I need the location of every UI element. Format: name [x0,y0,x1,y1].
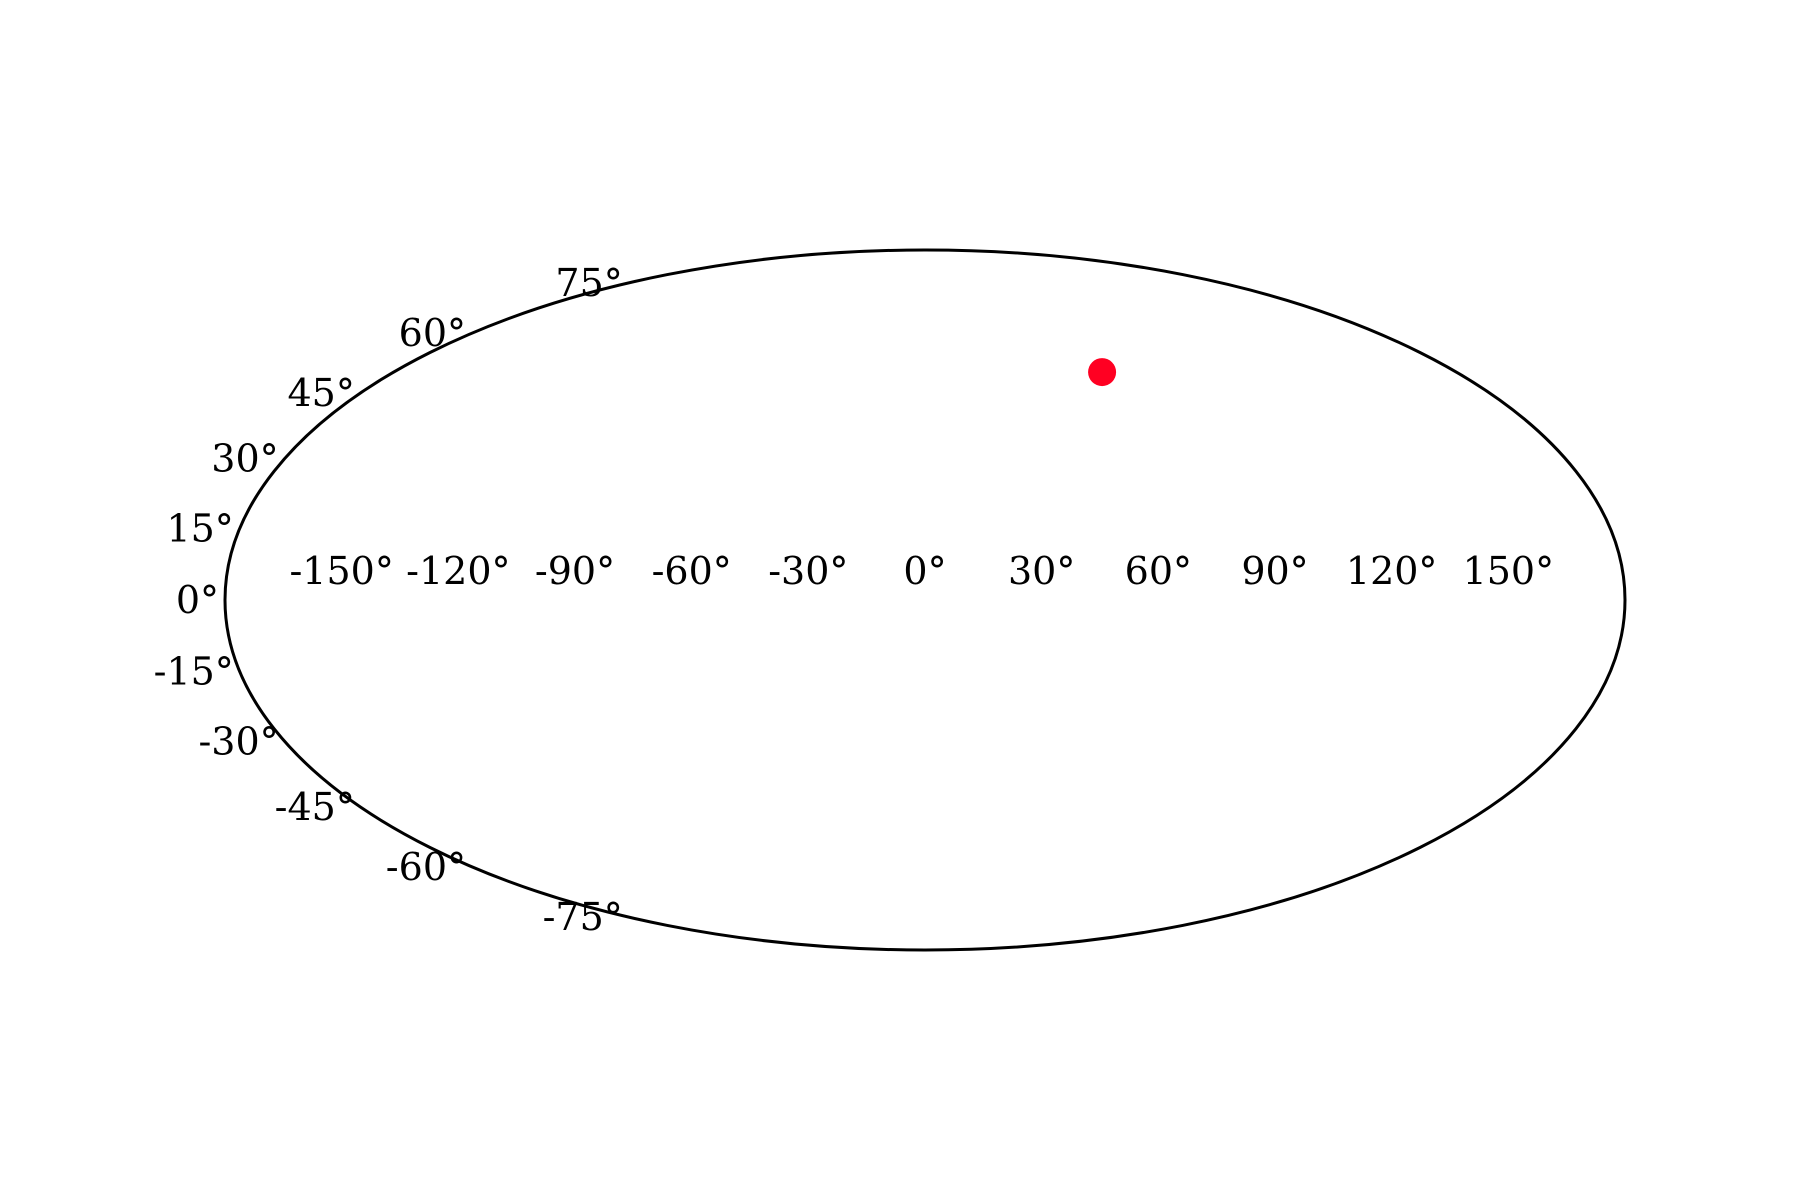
y-tick-label: -15° [154,650,234,694]
y-tick-label: -60° [386,845,466,889]
y-tick-label: 45° [288,371,355,415]
x-tick-label: -150° [289,549,393,593]
data-points [1088,358,1117,387]
x-tick-label: 0° [903,549,946,593]
x-tick-label: -90° [535,549,615,593]
x-tick-label: 60° [1125,549,1192,593]
y-tick-label: 75° [555,261,622,305]
x-tick-label: 120° [1346,549,1438,593]
y-tick-label: -30° [198,719,278,763]
y-tick-label: 0° [176,578,219,622]
data-point [1088,358,1117,387]
y-tick-label: 30° [211,437,278,481]
y-tick-label: 15° [166,506,233,550]
longitude-tick-labels: -150° -120° -90° -60° -30° 0° 30° 60° 90° 120° 150… [289,549,1554,593]
latitude-tick-labels: 75° 60° 45°30° 15° 0° -15° -30° -45° -60° -75° [154,261,623,939]
x-tick-label: -120° [406,549,510,593]
x-tick-label: 30° [1008,549,1075,593]
x-tick-label: 90° [1241,549,1308,593]
x-tick-label: -60° [652,549,732,593]
x-tick-label: -30° [768,549,848,593]
y-tick-label: 60° [399,311,466,355]
map-outline [223,248,1627,952]
x-tick-label: 150° [1463,549,1555,593]
y-tick-label: -45° [275,785,355,829]
y-tick-label: -75° [543,895,623,939]
